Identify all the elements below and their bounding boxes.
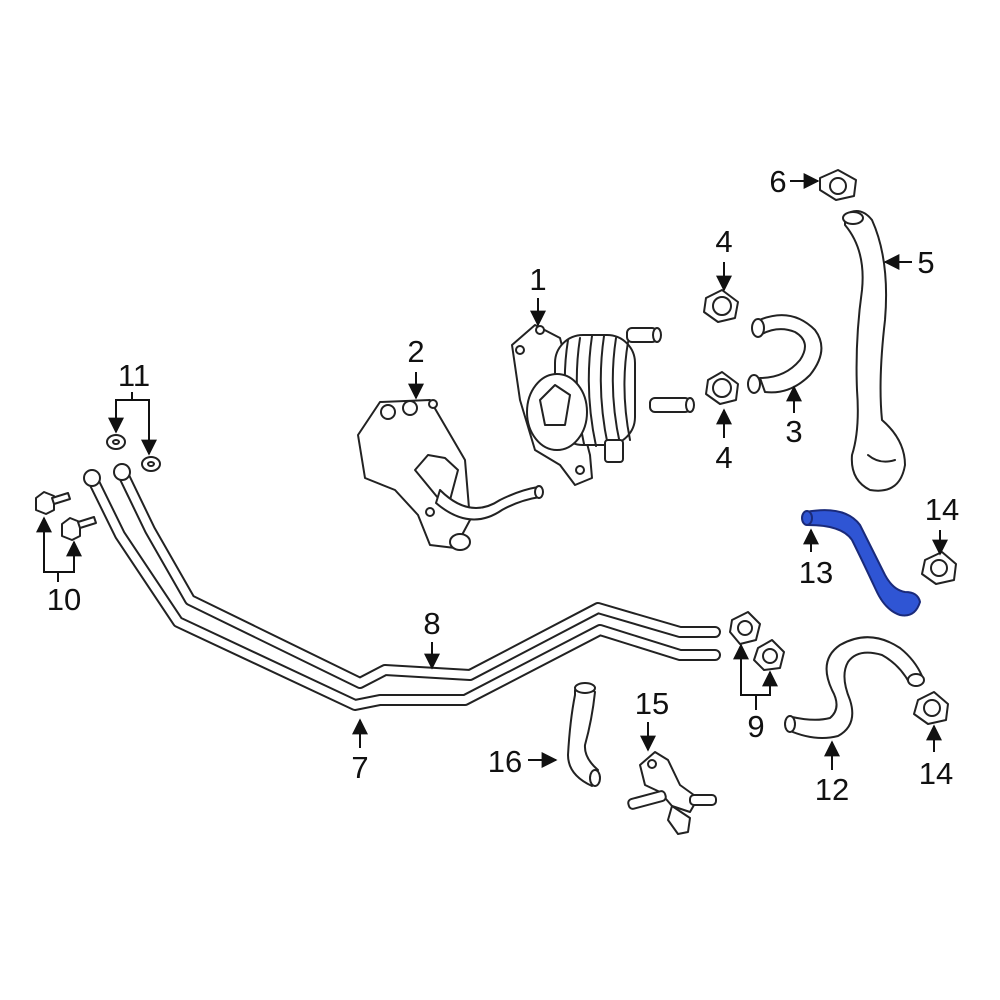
cooler-hose-part[interactable] xyxy=(747,314,823,394)
line-clamp-upper[interactable] xyxy=(729,611,761,645)
oil-cooler-part[interactable] xyxy=(511,324,695,486)
callout-2: 2 xyxy=(407,334,424,369)
bolt-upper[interactable] xyxy=(35,491,71,515)
lower-hose-part[interactable] xyxy=(784,636,925,739)
leader-lines xyxy=(36,173,948,770)
cooler-line-lower-part[interactable] xyxy=(83,469,721,711)
highlighted-hose-part[interactable] xyxy=(801,509,921,617)
callout-6: 6 xyxy=(769,164,786,199)
long-cooler-hose-part[interactable] xyxy=(842,210,906,492)
callout-16: 16 xyxy=(488,744,522,779)
callout-11: 11 xyxy=(118,358,150,393)
line-clamp-lower[interactable] xyxy=(753,639,785,671)
callout-1: 1 xyxy=(529,262,546,297)
cooler-line-upper-part[interactable] xyxy=(113,463,721,689)
callout-15: 15 xyxy=(635,686,669,721)
hose-clamp-lower[interactable] xyxy=(705,371,739,405)
callout-7: 7 xyxy=(351,750,368,785)
callout-14-lower: 14 xyxy=(919,756,953,791)
washer-left[interactable] xyxy=(106,434,126,450)
elbow-hose-part[interactable] xyxy=(567,682,601,787)
hose-clamp-top[interactable] xyxy=(819,169,857,201)
callout-4-lower: 4 xyxy=(715,440,732,475)
callout-5: 5 xyxy=(917,245,934,280)
callout-8: 8 xyxy=(423,606,440,641)
callout-4-upper: 4 xyxy=(715,224,732,259)
callout-13: 13 xyxy=(799,555,833,590)
callout-14-upper: 14 xyxy=(925,492,959,527)
hose-clamp-upper[interactable] xyxy=(703,289,739,323)
callout-labels: 1 2 3 4 4 5 6 7 8 9 10 11 12 13 14 14 15… xyxy=(47,164,959,807)
hose-fitting-part[interactable] xyxy=(627,751,717,835)
callout-10: 10 xyxy=(47,582,81,617)
callout-3: 3 xyxy=(785,414,802,449)
bolt-lower[interactable] xyxy=(61,516,97,541)
cooler-bracket-part[interactable] xyxy=(357,399,544,551)
callout-12: 12 xyxy=(815,772,849,807)
washer-right[interactable] xyxy=(141,456,161,472)
hose-clamp-14-upper[interactable] xyxy=(921,551,957,585)
callout-9: 9 xyxy=(747,709,764,744)
hose-clamp-14-lower[interactable] xyxy=(913,691,949,725)
